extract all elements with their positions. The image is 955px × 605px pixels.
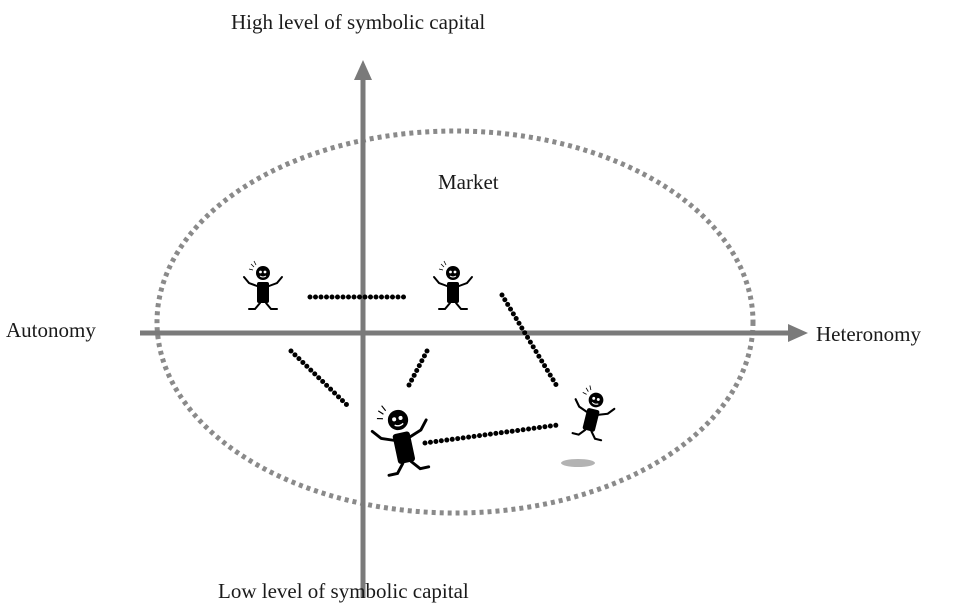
relation-lines: [288, 292, 561, 446]
field-boundary-ellipse: [154, 128, 756, 516]
relation-line: [499, 292, 561, 391]
vertical-axis-arrowhead: [354, 60, 372, 80]
relation-line: [405, 348, 430, 390]
relation-line: [288, 348, 350, 408]
field-label-market: Market: [438, 170, 499, 194]
horizontal-axis-arrowhead: [788, 324, 808, 342]
agent-figure-icon: [433, 260, 473, 310]
axis-label-low-symbolic-capital: Low level of symbolic capital: [218, 579, 469, 603]
relation-line: [422, 422, 561, 446]
axis-label-heteronomy: Heteronomy: [816, 322, 921, 346]
agent-figure-icon: [243, 260, 283, 310]
agent-figure-icon: [365, 395, 438, 479]
figure-shadow: [561, 459, 595, 467]
axis-label-high-symbolic-capital: High level of symbolic capital: [231, 10, 486, 34]
axis-label-autonomy: Autonomy: [6, 318, 96, 342]
agent-figure-icon: [566, 381, 620, 443]
